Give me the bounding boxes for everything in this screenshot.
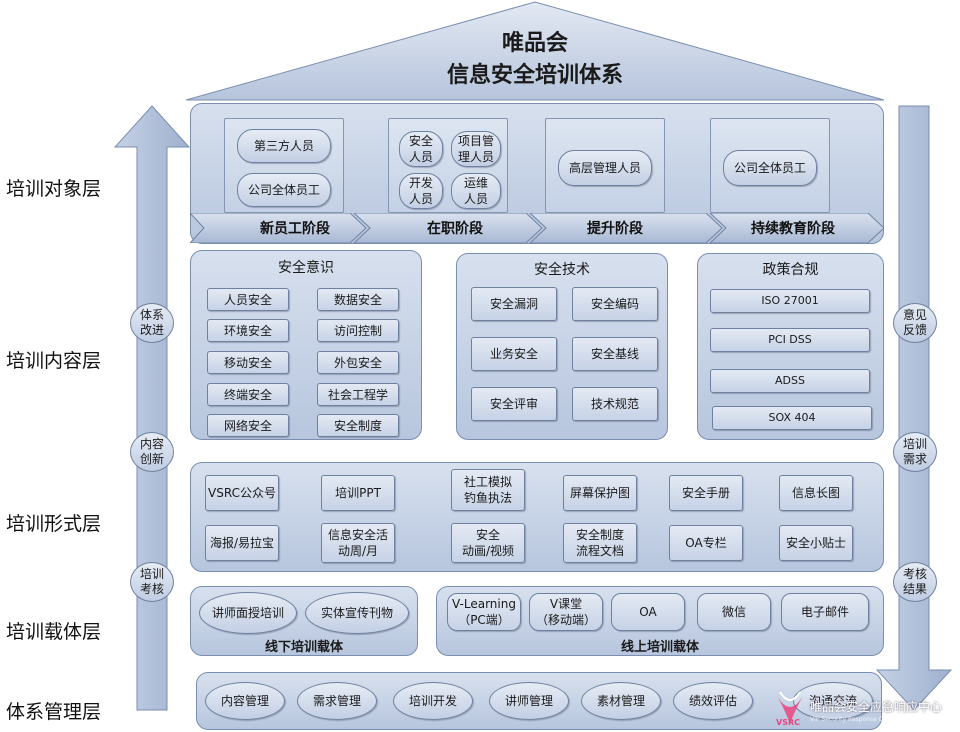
awareness-item-5: 移动安全 — [207, 351, 289, 374]
form-vsrc-account: VSRC公众号 — [205, 475, 279, 511]
tech-item-6: 技术规范 — [572, 387, 658, 421]
compliance-panel: 政策合规 ISO 27001 PCI DSS ADSS SOX 404 — [697, 253, 884, 440]
tech-item-4: 安全基线 — [572, 337, 658, 371]
compliance-item-iso27001: ISO 27001 — [710, 289, 870, 313]
awareness-item-1: 人员安全 — [207, 288, 289, 311]
audience-third-party: 第三方人员 — [237, 129, 331, 163]
compliance-title: 政策合规 — [762, 262, 819, 278]
compliance-item-pcidss: PCI DSS — [710, 328, 870, 352]
management-panel: 内容管理 需求管理 培训开发 讲师管理 素材管理 绩效评估 沟通交流 — [196, 672, 882, 730]
mgmt-communication: 沟通交流 — [793, 682, 873, 720]
carrier-email: 电子邮件 — [781, 593, 869, 631]
tech-item-1: 安全漏洞 — [471, 287, 557, 321]
audience-group-1: 第三方人员 公司全体员工 — [224, 118, 344, 213]
form-security-tips: 安全小贴士 — [779, 525, 853, 561]
awareness-item-3: 环境安全 — [207, 319, 289, 342]
form-policy-docs: 安全制度 流程文档 — [563, 523, 637, 563]
stage-on-job: 在职阶段 — [427, 221, 483, 237]
form-activity-week: 信息安全活 动周/月 — [321, 523, 395, 563]
tech-item-5: 安全评审 — [471, 387, 557, 421]
page-title: 唯品会 信息安全培训体系 — [380, 28, 690, 92]
audience-all-staff-2: 公司全体员工 — [723, 150, 817, 186]
tech-item-2: 安全编码 — [572, 287, 658, 321]
watermark-logo: VSRC — [776, 718, 800, 727]
mgmt-content: 内容管理 — [205, 682, 285, 720]
form-training-ppt: 培训PPT — [321, 475, 395, 511]
awareness-item-4: 访问控制 — [317, 319, 399, 342]
mgmt-demand: 需求管理 — [297, 682, 377, 720]
mgmt-development: 培训开发 — [393, 682, 473, 720]
watermark-subtext: VIP Security Response Center — [810, 716, 899, 723]
stage-arrows — [190, 213, 884, 243]
layer-label-form: 培训形式层 — [6, 513, 102, 535]
audience-ops-staff: 运维 人员 — [451, 173, 501, 209]
carrier-wechat: 微信 — [697, 593, 771, 631]
vsrc-logo-icon — [776, 691, 804, 724]
compliance-item-sox404: SOX 404 — [712, 406, 872, 430]
awareness-item-9: 网络安全 — [207, 414, 289, 437]
audience-developers: 开发 人员 — [399, 173, 443, 209]
online-carrier-panel: V-Learning （PC端） V课堂 （移动端） OA 微信 电子邮件 线上… — [436, 586, 884, 656]
stage-continuing: 持续教育阶段 — [751, 221, 835, 237]
form-phishing-sim: 社工模拟 钓鱼执法 — [451, 469, 525, 511]
layer-label-audience: 培训对象层 — [6, 178, 102, 200]
audience-security-staff: 安全 人员 — [399, 131, 443, 167]
layer-label-content: 培训内容层 — [6, 350, 102, 372]
audience-project-managers: 项目管 理人员 — [451, 131, 501, 167]
online-carrier-title: 线上培训载体 — [620, 640, 699, 655]
forms-panel: VSRC公众号 培训PPT 社工模拟 钓鱼执法 屏幕保护图 安全手册 信息长图 … — [190, 462, 884, 572]
form-animation-video: 安全 动画/视频 — [451, 523, 525, 563]
offline-carrier-title: 线下培训载体 — [264, 640, 343, 655]
awareness-item-8: 社会工程学 — [317, 383, 399, 406]
cycle-label-innovate: 内容 创新 — [130, 432, 174, 472]
carrier-print-media: 实体宣传刊物 — [305, 592, 409, 634]
layer-label-carrier: 培训载体层 — [6, 621, 102, 643]
carrier-oa: OA — [611, 593, 685, 631]
form-screensaver: 屏幕保护图 — [563, 475, 637, 511]
audience-group-3: 高层管理人员 — [545, 118, 665, 213]
title-line1: 唯品会 — [501, 31, 568, 56]
mgmt-performance: 绩效评估 — [673, 682, 753, 720]
form-info-graphic: 信息长图 — [779, 475, 853, 511]
awareness-item-6: 外包安全 — [317, 351, 399, 374]
awareness-item-10: 安全制度 — [317, 414, 399, 437]
cycle-label-improve: 体系 改进 — [130, 303, 174, 343]
title-line2: 信息安全培训体系 — [446, 63, 623, 88]
awareness-item-2: 数据安全 — [317, 288, 399, 311]
form-security-manual: 安全手册 — [669, 475, 743, 511]
cycle-label-result: 考核 结果 — [893, 562, 937, 602]
stage-advance: 提升阶段 — [587, 221, 643, 237]
awareness-panel: 安全意识 人员安全 数据安全 环境安全 访问控制 移动安全 外包安全 终端安全 … — [190, 250, 422, 440]
cycle-label-assess: 培训 考核 — [130, 562, 174, 602]
mgmt-material: 素材管理 — [581, 682, 661, 720]
tech-title: 安全技术 — [534, 262, 590, 278]
stage-new-hire: 新员工阶段 — [260, 221, 330, 237]
roof — [185, 1, 885, 101]
watermark-text: 唯品会安全应急响应中心 — [810, 700, 943, 714]
mgmt-lecturer: 讲师管理 — [489, 682, 569, 720]
cycle-label-feedback: 意见 反馈 — [893, 303, 937, 343]
tech-panel: 安全技术 安全漏洞 安全编码 业务安全 安全基线 安全评审 技术规范 — [456, 253, 668, 440]
form-poster: 海报/易拉宝 — [205, 525, 279, 561]
awareness-title: 安全意识 — [278, 260, 334, 276]
offline-carrier-panel: 讲师面授培训 实体宣传刊物 线下培训载体 — [190, 586, 418, 656]
tech-item-3: 业务安全 — [471, 337, 557, 371]
carrier-vclass: V课堂 （移动端） — [529, 593, 603, 631]
watermark: VSRC 唯品会安全应急响应中心 VIP Security Response C… — [772, 690, 960, 730]
audience-senior-management: 高层管理人员 — [558, 150, 652, 186]
audience-all-staff: 公司全体员工 — [237, 173, 331, 207]
up-arrow — [113, 105, 191, 711]
cycle-label-demand: 培训 需求 — [893, 432, 937, 472]
compliance-item-adss: ADSS — [710, 369, 870, 393]
carrier-vlearning: V-Learning （PC端） — [447, 593, 521, 631]
form-oa-column: OA专栏 — [669, 525, 743, 561]
carrier-face-to-face: 讲师面授培训 — [199, 592, 297, 634]
audience-group-4: 公司全体员工 — [710, 118, 830, 213]
down-arrow — [875, 105, 953, 711]
audience-group-2: 安全 人员 项目管 理人员 开发 人员 运维 人员 — [388, 118, 508, 213]
awareness-item-7: 终端安全 — [207, 383, 289, 406]
layer-label-management: 体系管理层 — [6, 701, 102, 723]
